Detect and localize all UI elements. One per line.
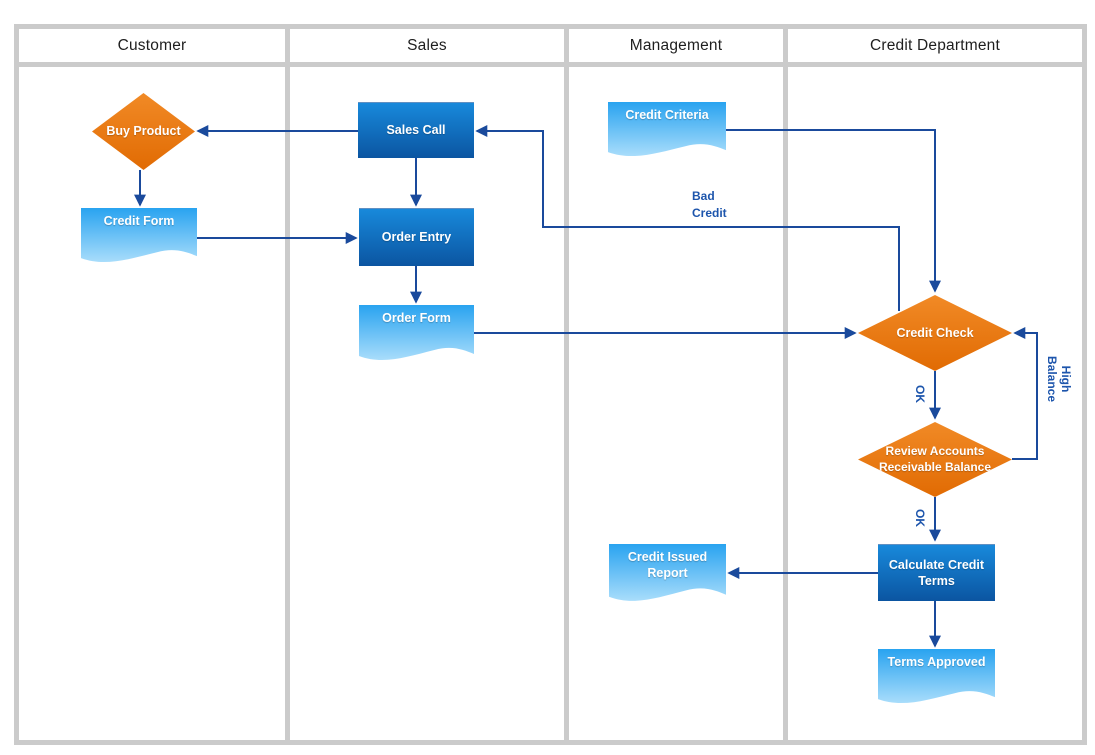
document-shape [878,649,995,704]
lane-header-customer: Customer [19,29,285,62]
node-order-entry[interactable]: Order Entry [359,208,474,266]
lane-header-management: Management [569,29,783,62]
document-shape [608,102,726,157]
edge-label-ok-review: OK [913,509,927,527]
document-shape [609,544,726,601]
node-credit-issued-report-label: Credit Issued Report [627,550,708,581]
node-calculate-credit-terms[interactable]: Calculate Credit Terms [878,544,995,601]
swimlane-frame: Customer Sales Management Credit Departm… [14,24,1087,745]
edge-credit-criteria-to-credit-check [726,129,941,293]
node-terms-approved-label: Terms Approved [887,655,986,669]
lane-body-sales [290,67,564,740]
node-terms-approved[interactable]: Terms Approved [878,649,995,706]
lane-header-sales: Sales [290,29,564,62]
node-buy-product-label: Buy Product [106,124,181,139]
edge-credit-check-to-sales-call [475,125,900,311]
lane-body-customer [19,67,285,740]
edge-label-ok-credit-check: OK [913,385,927,403]
node-credit-form[interactable]: Credit Form [81,208,197,265]
document-shape [81,208,197,263]
lane-body-management [569,67,783,740]
node-credit-form-label: Credit Form [103,214,175,228]
node-credit-issued-report[interactable]: Credit Issued Report [609,544,726,604]
node-calculate-credit-terms-label: Calculate Credit Terms [888,557,985,588]
edge-label-bad-credit: Bad Credit [692,189,727,220]
node-order-entry-label: Order Entry [381,230,452,245]
node-order-form-label: Order Form [382,311,451,325]
edge-label-high-balance: High Balance [1045,355,1073,403]
node-review-ar-balance-label: Review Accounts Receivable Balance [878,443,992,474]
edge-review-to-credit-check [1012,327,1038,460]
lane-header-credit-department: Credit Department [788,29,1082,62]
node-sales-call[interactable]: Sales Call [358,102,474,158]
node-credit-criteria-label: Credit Criteria [625,108,709,122]
node-order-form[interactable]: Order Form [359,305,474,363]
document-shape [359,305,474,361]
node-credit-criteria[interactable]: Credit Criteria [608,102,726,159]
node-sales-call-label: Sales Call [386,123,446,138]
node-credit-check-label: Credit Check [896,325,974,340]
